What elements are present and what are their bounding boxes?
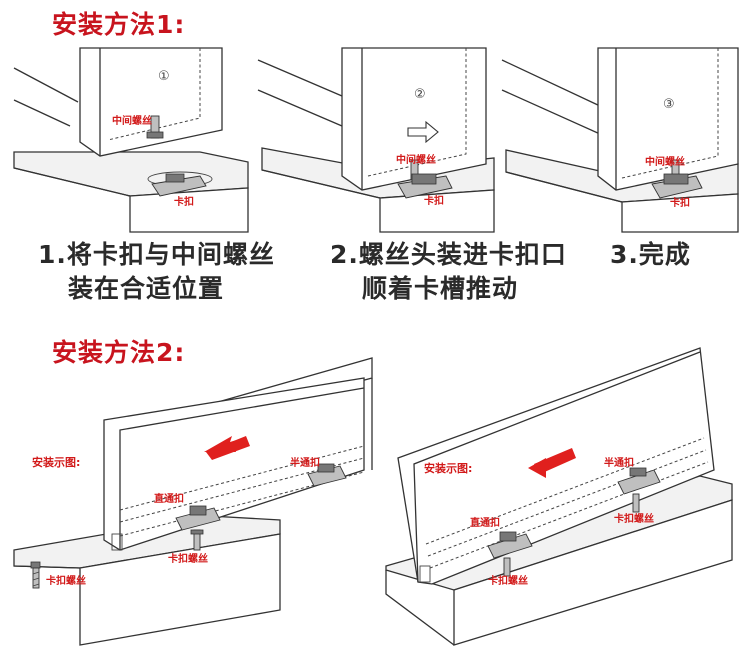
step3-number: ③ bbox=[663, 97, 675, 112]
method2-right-clip-screw-bottom-label: 卡扣螺丝 bbox=[488, 574, 528, 587]
step1-caption-line1: 1.将卡扣与中间螺丝 bbox=[38, 240, 275, 269]
step1-clip-label: 卡扣 bbox=[174, 195, 194, 208]
step2-caption-line2: 顺着卡槽推动 bbox=[362, 274, 519, 303]
method2-right-diagram-label: 安装示图: bbox=[424, 461, 472, 475]
method2-left-full-clip-label: 直通扣 bbox=[154, 492, 184, 505]
method2-left-figure: 安装示图: 半通扣 直通扣 卡扣螺丝 卡扣螺丝 bbox=[13, 357, 373, 646]
step1-caption: 1.将卡扣与中间螺丝 装在合适位置 bbox=[38, 238, 275, 306]
step2-caption-line1: 2.螺丝头装进卡扣口 bbox=[330, 240, 567, 269]
step3-screw-label: 中间螺丝 bbox=[645, 155, 685, 168]
step3-caption: 3.完成 bbox=[610, 238, 691, 272]
step2-clip-label: 卡扣 bbox=[424, 194, 444, 207]
step2-figure: ② 中间螺丝 卡扣 bbox=[257, 47, 495, 233]
step1-caption-line2: 装在合适位置 bbox=[68, 274, 225, 303]
method2-left-clip-screw-label: 卡扣螺丝 bbox=[168, 552, 208, 565]
method2-right-full-clip-label: 直通扣 bbox=[470, 516, 500, 529]
method2-heading: 安装方法2: bbox=[52, 338, 186, 367]
step2-screw-label: 中间螺丝 bbox=[396, 153, 436, 166]
step1-figure: ① 中间螺丝 卡扣 bbox=[13, 47, 249, 233]
step2-caption: 2.螺丝头装进卡扣口 顺着卡槽推动 bbox=[330, 238, 567, 306]
step3-clip-label: 卡扣 bbox=[670, 196, 690, 209]
method2-left-diagram-label: 安装示图: bbox=[32, 455, 80, 469]
step3-figure: ③ 中间螺丝 卡扣 bbox=[501, 47, 739, 233]
method2-left-loose-screw-label: 卡扣螺丝 bbox=[46, 574, 86, 587]
method2-right-figure: 安装示图: 半通扣 直通扣 卡扣螺丝 卡扣螺丝 bbox=[385, 347, 733, 646]
method1-heading: 安装方法1: bbox=[52, 10, 186, 39]
method2-right-half-clip-label: 半通扣 bbox=[604, 456, 634, 469]
method2-right-clip-screw-top-label: 卡扣螺丝 bbox=[614, 512, 654, 525]
step1-screw-label: 中间螺丝 bbox=[112, 114, 152, 127]
step1-number: ① bbox=[158, 69, 170, 84]
step2-number: ② bbox=[414, 87, 426, 102]
method2-left-half-clip-label: 半通扣 bbox=[290, 456, 320, 469]
step3-caption-line1: 3.完成 bbox=[610, 240, 691, 269]
